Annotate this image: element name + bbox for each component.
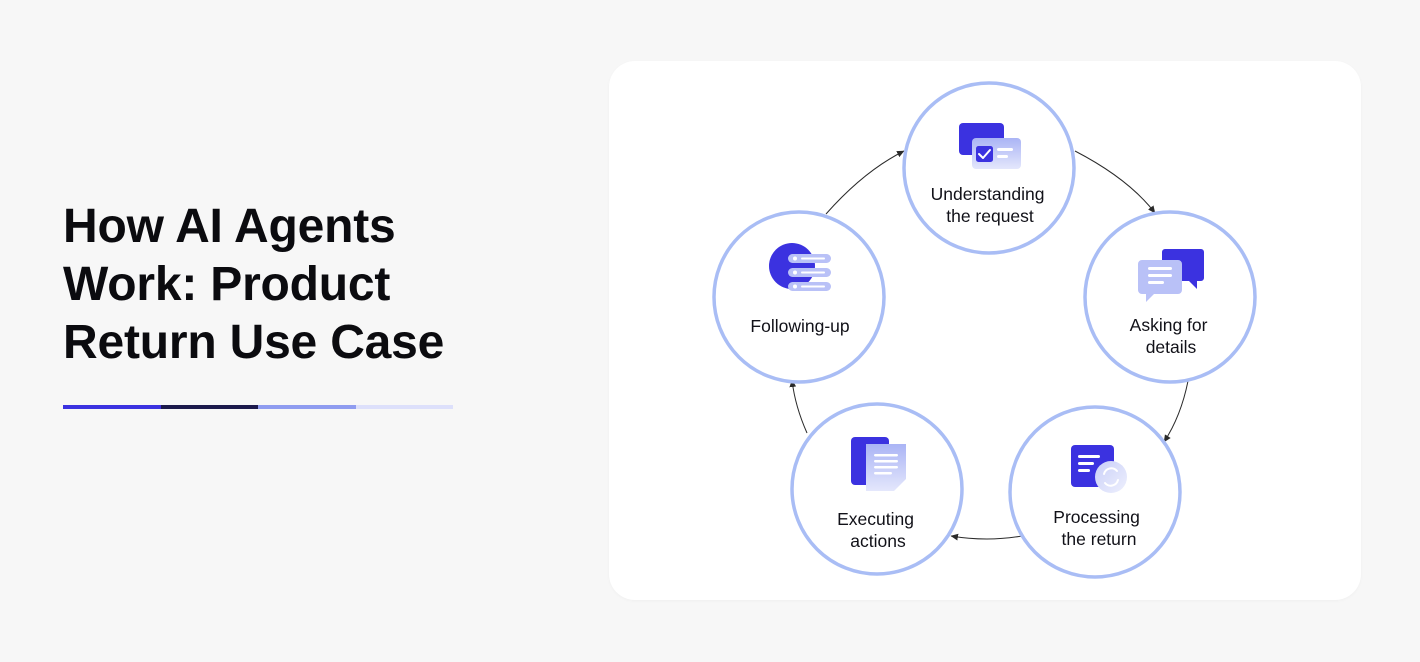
divider-segment-1 xyxy=(63,405,161,409)
divider-segment-4 xyxy=(355,405,453,409)
diagram-card: Understanding the request Asking for det… xyxy=(609,61,1361,600)
title-line-3: Return Use Case xyxy=(63,316,445,369)
step-executing-label-2: actions xyxy=(850,531,906,551)
title-line-2: Work: Product xyxy=(63,258,391,311)
step-asking-label-2: details xyxy=(1146,337,1197,357)
chat-bubbles-icon xyxy=(1138,249,1204,302)
svg-text:Asking for details: Asking for details xyxy=(1130,315,1213,357)
step-asking-circle xyxy=(1083,210,1257,384)
step-asking-label-1: Asking for xyxy=(1130,315,1208,335)
step-understanding-label-2: the request xyxy=(946,206,1034,226)
svg-text:Understanding the requ: Understanding the request xyxy=(931,184,1050,226)
arrow-executing-to-following xyxy=(789,379,808,434)
divider-segment-2 xyxy=(160,405,258,409)
documents-icon xyxy=(851,437,906,491)
step-executing-label-1: Executing xyxy=(837,509,914,529)
step-processing-label-1: Processing xyxy=(1053,507,1140,527)
arrow-following-to-understanding xyxy=(825,150,905,215)
step-following-circle xyxy=(712,210,886,384)
step-understanding-label-1: Understanding xyxy=(931,184,1045,204)
arrow-asking-to-processing xyxy=(1163,380,1189,443)
page-title: How AI Agents Work: Product Return Use C… xyxy=(63,198,523,372)
chat-check-icon xyxy=(959,123,1021,169)
step-executing: Executing actions xyxy=(790,402,964,576)
step-asking: Asking for details xyxy=(1083,210,1257,384)
svg-text:Processing the return: Processing the return xyxy=(1053,507,1144,549)
step-following-label-1: Following-up xyxy=(750,316,849,336)
title-line-1: How AI Agents xyxy=(63,200,396,253)
step-processing-circle xyxy=(1008,405,1182,579)
cycle-diagram: Understanding the request Asking for det… xyxy=(712,81,1257,579)
divider-segment-3 xyxy=(258,405,356,409)
arrow-processing-to-executing xyxy=(950,533,1023,541)
step-understanding: Understanding the request xyxy=(902,81,1076,255)
step-processing-label-2: the return xyxy=(1062,529,1137,549)
step-following: Following-up xyxy=(712,210,886,384)
list-bubble-icon xyxy=(769,243,831,291)
svg-text:Following-up: Following-up xyxy=(750,316,849,336)
title-divider xyxy=(63,405,453,409)
svg-text:Executing actions: Executing actions xyxy=(837,509,919,551)
step-processing: Processing the return xyxy=(1008,405,1182,579)
document-refresh-icon xyxy=(1071,445,1127,493)
arrow-understanding-to-asking xyxy=(1074,150,1156,214)
cycle-connectors xyxy=(789,150,1189,541)
